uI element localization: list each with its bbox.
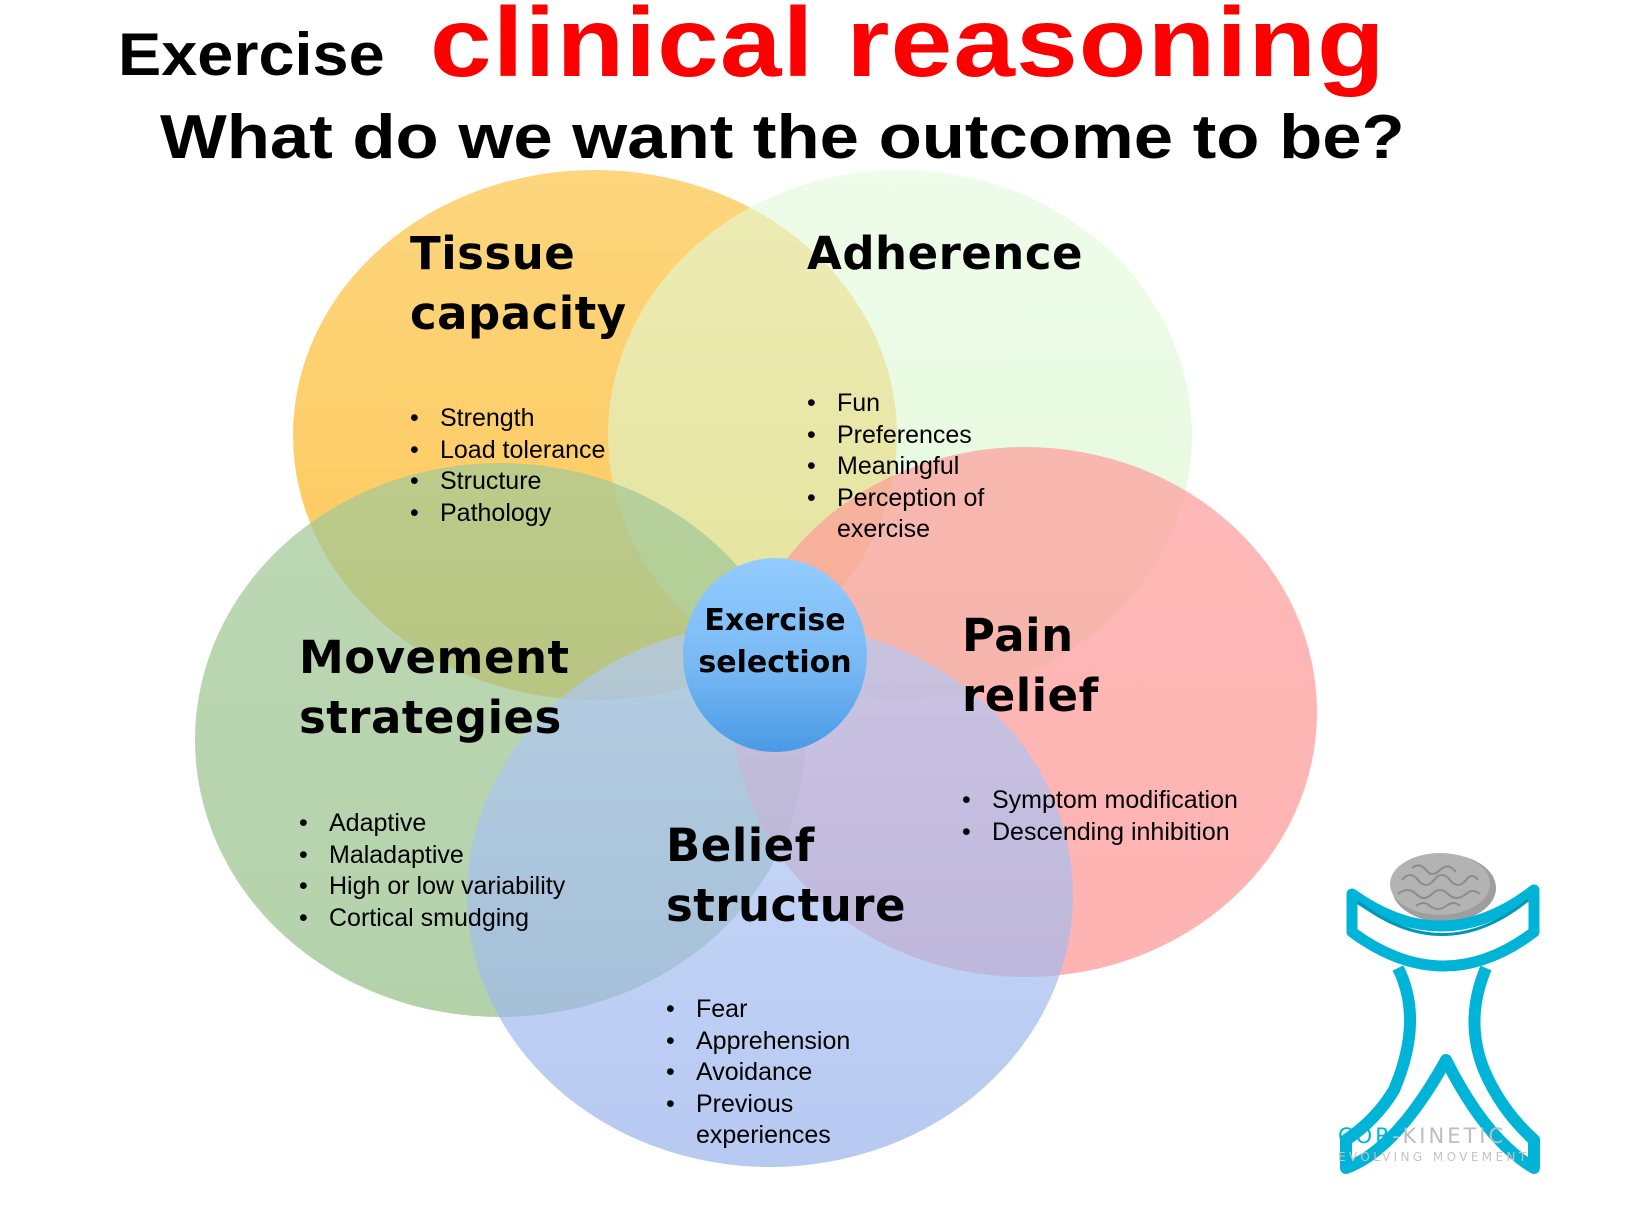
heading-belief-structure: Belief structure xyxy=(666,816,906,936)
list-item: Cortical smudging xyxy=(299,903,565,935)
heading-line: strategies xyxy=(299,691,562,744)
circle-belief-structure xyxy=(467,623,1073,1167)
heading-adherence: Adherence xyxy=(807,224,1083,284)
heading-movement-strategies: Movement strategies xyxy=(299,628,570,748)
list-item: High or low variability xyxy=(299,871,565,903)
title-highlight: clinical reasoning xyxy=(430,0,1386,97)
list-item: Apprehension xyxy=(666,1026,856,1058)
title: Exercise clinical reasoning xyxy=(0,0,1636,97)
list-item: Perception of exercise xyxy=(807,483,1007,546)
list-item: Fear xyxy=(666,994,856,1026)
heading-line: Adherence xyxy=(807,227,1084,280)
heading-pain-relief: Pain relief xyxy=(962,606,1099,726)
list-item: Pathology xyxy=(410,498,605,530)
list-item: Symptom modification xyxy=(962,785,1238,817)
heading-line: Tissue xyxy=(410,227,576,280)
title-prefix: Exercise xyxy=(118,21,385,88)
heading-line: capacity xyxy=(410,287,627,340)
logo-name: COR-KINETIC xyxy=(1338,1124,1506,1148)
list-pain-relief: Symptom modification Descending inhibiti… xyxy=(962,785,1238,848)
logo-name-part1: COR xyxy=(1338,1124,1392,1148)
center-circle xyxy=(683,558,867,752)
list-item: Maladaptive xyxy=(299,840,565,872)
list-item: Fun xyxy=(807,388,1007,420)
heading-line: Belief xyxy=(666,819,815,872)
list-item: Descending inhibition xyxy=(962,817,1238,849)
heading-line: relief xyxy=(962,669,1099,722)
list-belief-structure: Fear Apprehension Avoidance Previous exp… xyxy=(666,994,856,1152)
list-item: Meaningful xyxy=(807,451,1007,483)
list-item: Avoidance xyxy=(666,1057,856,1089)
list-movement-strategies: Adaptive Maladaptive High or low variabi… xyxy=(299,808,565,934)
list-item: Structure xyxy=(410,466,605,498)
brain-figure-icon xyxy=(1340,853,1540,1174)
list-item: Load tolerance xyxy=(410,435,605,467)
list-item: Strength xyxy=(410,403,605,435)
heading-line: Movement xyxy=(299,631,570,684)
center-label-line: Exercise xyxy=(704,603,846,638)
list-adherence: Fun Preferences Meaningful Perception of… xyxy=(807,388,1007,546)
list-tissue-capacity: Strength Load tolerance Structure Pathol… xyxy=(410,403,605,529)
subtitle: What do we want the outcome to be? xyxy=(160,103,1405,172)
center-label-line: selection xyxy=(698,645,852,680)
brain-icon xyxy=(1390,853,1496,922)
heading-line: Pain xyxy=(962,609,1074,662)
heading-line: structure xyxy=(666,879,906,932)
list-item: Preferences xyxy=(807,420,1007,452)
heading-tissue-capacity: Tissue capacity xyxy=(410,224,627,344)
logo-tagline: EVOLVING MOVEMENT xyxy=(1338,1150,1530,1164)
logo-name-part2: -KINETIC xyxy=(1391,1124,1507,1148)
list-item: Previous experiences xyxy=(666,1089,856,1152)
list-item: Adaptive xyxy=(299,808,565,840)
center-label: Exercise selection xyxy=(683,600,867,684)
